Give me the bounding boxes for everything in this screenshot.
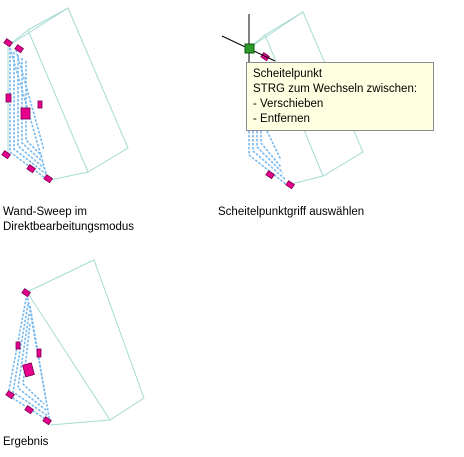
grip-right[interactable]: [36, 348, 42, 358]
caption-select-vertex: Scheitelpunktgriff auswählen: [218, 206, 365, 218]
grip-edge-mid[interactable]: [15, 341, 21, 350]
panel-result: Ergebnis: [0, 250, 160, 457]
grip-bottom-left[interactable]: [5, 390, 15, 400]
sweep-profile: [248, 130, 288, 186]
edit-grips: [1, 38, 53, 184]
caption-line-1: Wand-Sweep im: [3, 206, 87, 218]
sweep-profile: [7, 293, 51, 423]
vertex-tooltip: Scheitelpunkt STRG zum Wechseln zwischen…: [246, 62, 434, 131]
tooltip-option-remove: - Entfernen: [253, 113, 310, 125]
panel-select-vertex: Scheitelpunktgriff auswählen: [215, 0, 464, 220]
selected-vertex-grip[interactable]: [244, 43, 255, 54]
grip-top[interactable]: [14, 44, 24, 54]
grip-top-left[interactable]: [3, 38, 13, 48]
grip-edge-mid[interactable]: [5, 93, 12, 103]
grip-bottom-left[interactable]: [1, 150, 11, 160]
tooltip-hint: STRG zum Wechseln zwischen:: [253, 83, 418, 95]
grip-bottom-right[interactable]: [42, 416, 52, 426]
grip-center[interactable]: [22, 362, 35, 378]
tooltip-title: Scheitelpunkt: [253, 68, 323, 80]
caption-direct-edit: Wand-Sweep im Direktbearbeitungsmodus: [3, 205, 134, 235]
grip-bottom-right[interactable]: [43, 174, 53, 184]
tooltip-option-move: - Verschieben: [253, 98, 324, 110]
caption-result: Ergebnis: [3, 436, 49, 448]
grip-right[interactable]: [37, 100, 43, 109]
wall-sweep-view-1: [1, 7, 129, 184]
wall-wireframe: [26, 259, 145, 426]
edit-grips: [5, 288, 52, 426]
wall-sweep-view-2: [221, 11, 364, 190]
grip-top[interactable]: [21, 288, 31, 298]
wall-sweep-view-3: [5, 259, 145, 426]
grip-bottom-mid[interactable]: [265, 170, 275, 180]
panel-direct-edit: Wand-Sweep im Direktbearbeitungsmodus: [0, 0, 160, 233]
grip-bottom-mid[interactable]: [24, 405, 34, 415]
caption-line-2: Direktbearbeitungsmodus: [3, 221, 135, 233]
grip-bottom-mid[interactable]: [26, 164, 36, 174]
grip-center[interactable]: [20, 107, 31, 120]
grip-bottom-right[interactable]: [285, 180, 295, 190]
